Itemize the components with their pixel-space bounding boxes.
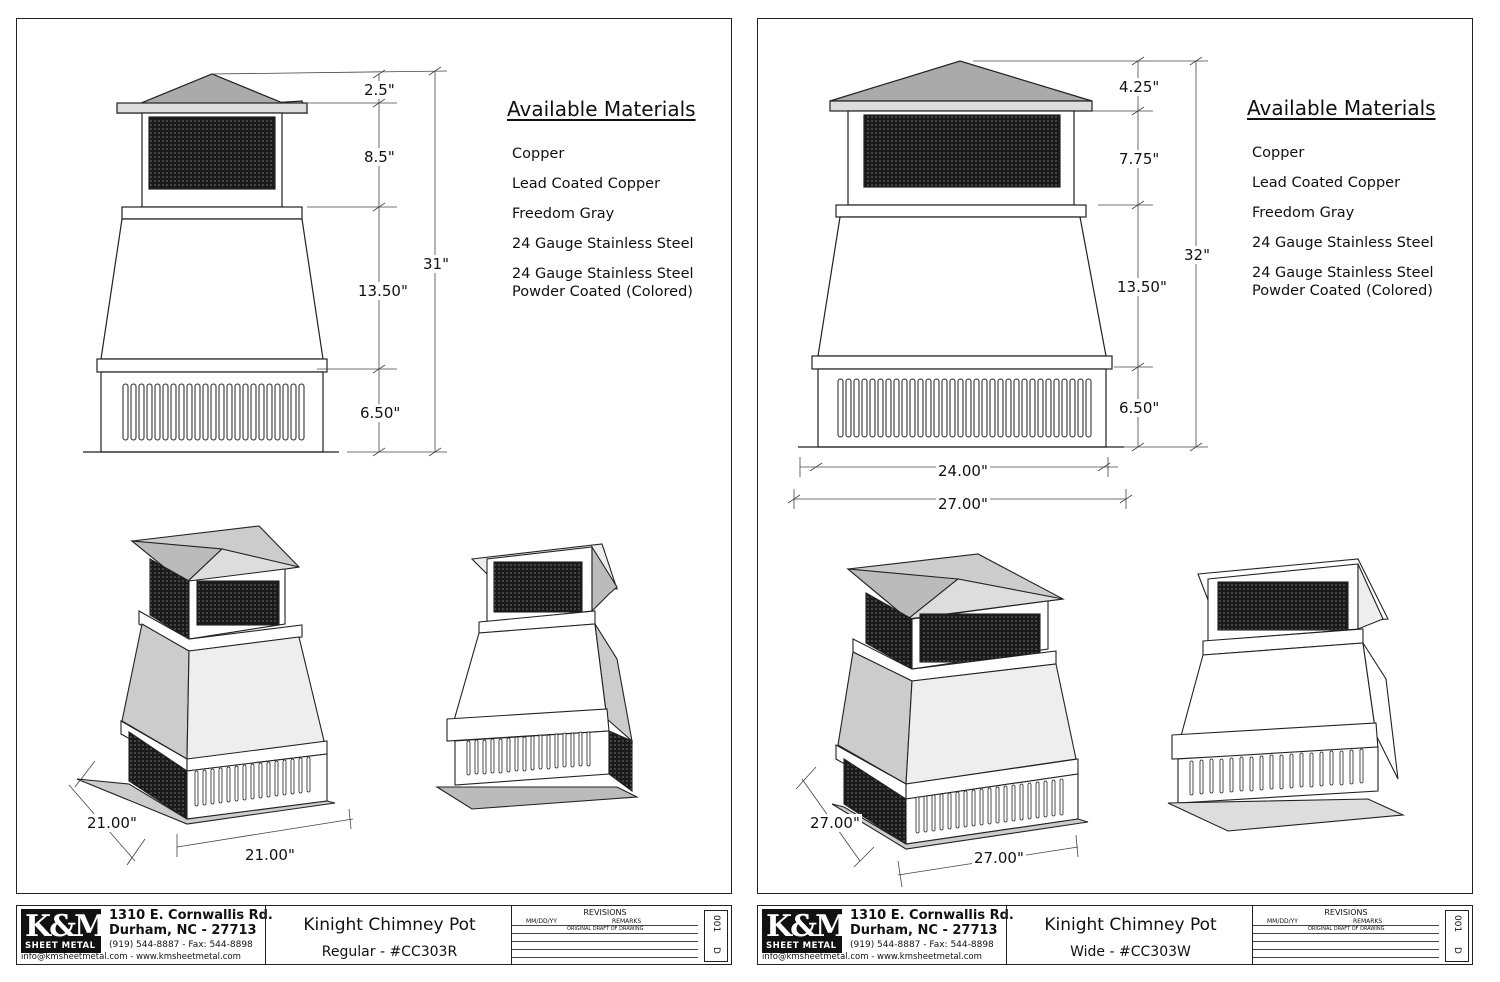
revisions-remarks-header: REMARKS <box>612 918 642 925</box>
email-website: info@kmsheetmetal.com - www.kmsheetmetal… <box>21 952 241 962</box>
material-item: Copper <box>1252 145 1305 161</box>
materials-title-wide: Available Materials <box>1247 96 1436 120</box>
dim-iso-width-wide: 27.00" <box>972 849 1026 867</box>
material-item: 24 Gauge Stainless Steel <box>1252 235 1434 251</box>
isometric-vent-slots-1 <box>194 756 311 807</box>
revisions-table: REVISIONS MM/DD/YY REMARKS ORIGINAL DRAF… <box>512 908 698 962</box>
revisions-remarks-header: REMARKS <box>1353 918 1383 925</box>
dim-cap-height-wide: 4.25" <box>1117 78 1162 96</box>
sheet-size: D <box>711 947 721 954</box>
drawing-sheet-wide: 4.25" 7.75" 13.50" 6.50" 32" 24.00" 27.0… <box>757 18 1473 894</box>
materials-list: Copper Lead Coated Copper Freedom Gray 2… <box>512 145 694 313</box>
logo-subtitle: SHEET METAL <box>766 941 837 951</box>
product-model: Wide - #CC303W <box>1070 944 1191 960</box>
dim-width-inner: 24.00" <box>936 462 990 480</box>
title-block-wide: K&M SHEET METAL 1310 E. Cornwallis Rd. D… <box>757 905 1473 965</box>
isometric-view-front-wide <box>831 553 1089 850</box>
materials-title: Available Materials <box>507 97 696 121</box>
material-item: 24 Gauge Stainless Steel Powder Coated (… <box>512 266 694 300</box>
km-logo: K&M SHEET METAL <box>762 909 848 953</box>
sheet-number-box: 001 D <box>704 910 728 962</box>
material-item: Lead Coated Copper <box>1252 175 1401 191</box>
divider <box>1252 906 1253 964</box>
material-item: Freedom Gray <box>1252 205 1355 221</box>
revision-row: ORIGINAL DRAFT OF DRAWING <box>1253 925 1439 933</box>
dim-body-height-wide: 13.50" <box>1115 278 1169 296</box>
sheet-number: 001 <box>1452 915 1462 933</box>
dimension-lines-wide <box>787 56 1208 509</box>
title-block-regular: K&M SHEET METAL 1310 E. Cornwallis Rd. D… <box>16 905 732 965</box>
dim-iso-width: 21.00" <box>243 846 297 864</box>
revision-row <box>1253 941 1439 949</box>
divider <box>511 906 512 964</box>
phone-fax: (919) 544-8887 - Fax: 544-8898 <box>850 940 994 950</box>
phone-fax: (919) 544-8887 - Fax: 544-8898 <box>109 940 253 950</box>
drawing-sheet-regular: 2.5" 8.5" 13.50" 6.50" 31" 21.00" 21.00"… <box>16 18 732 894</box>
isometric-vent-slots-4 <box>1189 748 1364 796</box>
dim-total-height: 31" <box>421 255 451 273</box>
material-item: Freedom Gray <box>512 206 615 222</box>
logo-mark: K&M <box>25 909 107 944</box>
revision-row: ORIGINAL DRAFT OF DRAWING <box>512 925 698 933</box>
revision-row <box>512 957 698 965</box>
chimney-drawing-regular <box>68 66 640 866</box>
revision-row <box>1253 957 1439 965</box>
revision-row <box>512 949 698 957</box>
divider <box>265 906 266 964</box>
front-elevation <box>83 73 339 453</box>
revisions-title: REVISIONS <box>583 908 627 917</box>
product-name: Kinight Chimney Pot <box>1044 915 1217 935</box>
chimney-drawing-wide <box>787 56 1406 888</box>
sheet-size: D <box>1452 947 1462 954</box>
sheet-number: 001 <box>711 915 721 933</box>
material-item: Copper <box>512 146 565 162</box>
material-item: 24 Gauge Stainless Steel Powder Coated (… <box>1252 265 1434 299</box>
revision-row <box>1253 949 1439 957</box>
dim-base-height: 6.50" <box>358 404 403 422</box>
dim-total-height-wide: 32" <box>1182 246 1212 264</box>
front-elevation-wide <box>798 60 1124 448</box>
address-line1: 1310 E. Cornwallis Rd. <box>850 908 1014 923</box>
material-item: Lead Coated Copper <box>512 176 661 192</box>
sheet-number-box: 001 D <box>1445 910 1469 962</box>
material-item: 24 Gauge Stainless Steel <box>512 236 694 252</box>
address-line2: Durham, NC - 27713 <box>850 923 998 938</box>
dim-width-outer: 27.00" <box>936 495 990 513</box>
km-logo: K&M SHEET METAL <box>21 909 107 953</box>
isometric-vent-slots-3 <box>915 778 1064 834</box>
isometric-view-rear-wide <box>1167 558 1406 832</box>
address-line2: Durham, NC - 27713 <box>109 923 257 938</box>
dim-iso-depth-wide: 27.00" <box>808 814 862 832</box>
dim-body-height: 13.50" <box>356 282 410 300</box>
revision-row <box>512 933 698 941</box>
revision-remark: ORIGINAL DRAFT OF DRAWING <box>1308 926 1385 932</box>
materials-list-wide: Copper Lead Coated Copper Freedom Gray 2… <box>1252 144 1434 312</box>
logo-mark: K&M <box>766 909 848 944</box>
dim-vent-height: 8.5" <box>362 148 397 166</box>
product-name: Kinight Chimney Pot <box>303 915 476 935</box>
address-line1: 1310 E. Cornwallis Rd. <box>109 908 273 923</box>
dim-cap-height: 2.5" <box>362 81 397 99</box>
isometric-vent-slots-2 <box>466 731 591 776</box>
dim-iso-depth: 21.00" <box>85 814 139 832</box>
revision-remark: ORIGINAL DRAFT OF DRAWING <box>567 926 644 932</box>
dim-base-height-wide: 6.50" <box>1117 399 1162 417</box>
revision-row <box>1253 933 1439 941</box>
revisions-table: REVISIONS MM/DD/YY REMARKS ORIGINAL DRAF… <box>1253 908 1439 962</box>
email-website: info@kmsheetmetal.com - www.kmsheetmetal… <box>762 952 982 962</box>
revisions-date-header: MM/DD/YY <box>1267 918 1298 925</box>
product-model: Regular - #CC303R <box>321 944 458 960</box>
revision-row <box>512 941 698 949</box>
revisions-title: REVISIONS <box>1324 908 1368 917</box>
dim-vent-height-wide: 7.75" <box>1117 150 1162 168</box>
logo-subtitle: SHEET METAL <box>25 941 96 951</box>
revisions-date-header: MM/DD/YY <box>526 918 557 925</box>
divider <box>1006 906 1007 964</box>
